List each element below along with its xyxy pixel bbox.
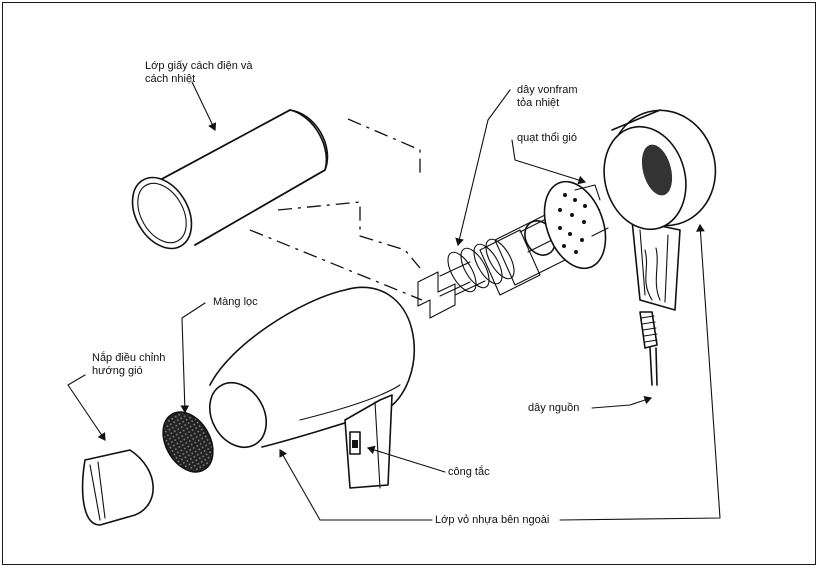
- filter-mesh: [162, 411, 214, 473]
- label-fan: quạt thổi gió: [517, 132, 577, 144]
- label-insulation: Lớp giấy cách điện và cách nhiệt: [145, 60, 253, 86]
- leader-filter: [180, 302, 206, 414]
- label-insulation-line2: cách nhiệt: [145, 73, 196, 85]
- motor-fan-assembly: [479, 180, 609, 296]
- leader-shell-left: [279, 449, 433, 521]
- leader-cord: [591, 395, 653, 409]
- label-switch: công tắc: [448, 466, 490, 478]
- label-insulation-line1: Lớp giấy cách điện và: [145, 60, 253, 72]
- label-nozzle: Nắp điều chỉnh hướng gió: [92, 352, 165, 378]
- label-nozzle-line2: hướng gió: [92, 365, 143, 377]
- label-tungsten: dây vonfram tỏa nhiệt: [517, 84, 578, 110]
- label-tungsten-line2: tỏa nhiệt: [517, 97, 560, 109]
- nozzle-cap: [81, 449, 154, 526]
- label-shell: Lớp vỏ nhựa bên ngoài: [435, 514, 550, 526]
- label-filter: Màng lọc: [213, 296, 258, 308]
- leader-nozzle: [67, 374, 106, 441]
- label-cord: dây nguồn: [528, 402, 580, 414]
- leader-fan: [511, 139, 587, 185]
- leader-shell-right: [559, 223, 721, 521]
- insulation-cylinder: [131, 109, 329, 250]
- leader-insulation: [191, 81, 217, 131]
- leader-tungsten: [455, 89, 511, 247]
- leader-switch: [366, 445, 446, 473]
- label-tungsten-line1: dây vonfram: [517, 84, 578, 96]
- axis-guide-insulation: [277, 118, 421, 269]
- rear-cover-handle: [603, 109, 717, 386]
- axis-guide-main: [249, 229, 423, 301]
- tungsten-coil: [417, 238, 515, 319]
- label-nozzle-line1: Nắp điều chỉnh: [92, 352, 166, 364]
- outer-shell: [208, 286, 415, 489]
